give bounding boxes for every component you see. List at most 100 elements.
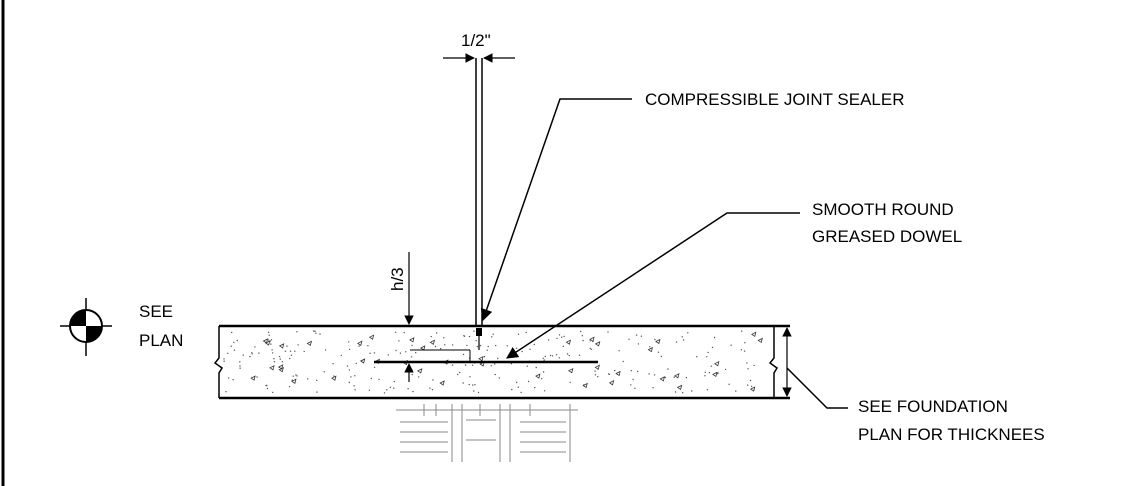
- concrete-stipple-dot: [256, 376, 258, 378]
- concrete-stipple-dot: [580, 330, 582, 333]
- concrete-stipple-dot: [730, 344, 732, 346]
- concrete-stipple-pattern: [223, 330, 763, 394]
- concrete-stipple-dot: [713, 336, 716, 339]
- concrete-stipple-dot: [444, 344, 446, 346]
- concrete-aggregate-mark: [568, 367, 574, 374]
- concrete-stipple-dot: [230, 345, 232, 347]
- concrete-stipple-dot: [289, 357, 291, 360]
- concrete-stipple-dot: [227, 352, 229, 354]
- concrete-aggregate-mark: [331, 375, 337, 381]
- concrete-stipple-dot: [290, 354, 293, 356]
- concrete-stipple-dot: [251, 353, 253, 355]
- concrete-stipple-dot: [674, 391, 677, 393]
- concrete-stipple-dot: [284, 350, 287, 352]
- concrete-stipple-dot: [473, 390, 475, 392]
- concrete-stipple-dot: [728, 383, 730, 385]
- concrete-aggregate-mark: [429, 339, 435, 345]
- concrete-stipple-dot: [451, 344, 454, 346]
- concrete-aggregate-mark: [269, 365, 275, 371]
- joint-sealer-leader: [480, 98, 632, 322]
- concrete-stipple-dot: [521, 350, 523, 353]
- see-plan-label-line1: SEE: [139, 302, 173, 321]
- concrete-stipple-dot: [511, 388, 513, 391]
- concrete-stipple-dot: [543, 390, 546, 392]
- concrete-stipple-dot: [239, 367, 241, 369]
- concrete-stipple-dot: [346, 365, 349, 367]
- joint-sealer-label: COMPRESSIBLE JOINT SEALER: [645, 90, 904, 109]
- concrete-stipple-dot: [348, 381, 350, 384]
- concrete-stipple-dot: [296, 375, 298, 377]
- concrete-stipple-dot: [477, 391, 480, 394]
- concrete-aggregate-mark: [264, 340, 271, 346]
- concrete-stipple-dot: [268, 334, 270, 336]
- concrete-stipple-dot: [464, 364, 467, 366]
- concrete-aggregate-mark: [250, 375, 256, 381]
- concrete-aggregate-mark: [359, 358, 366, 364]
- concrete-stipple-dot: [319, 333, 321, 335]
- concrete-stipple-dot: [307, 378, 309, 380]
- concrete-stipple-dot: [431, 389, 434, 391]
- concrete-stipple-dot: [236, 339, 238, 342]
- concrete-aggregate-mark: [535, 373, 541, 379]
- slab-right-break-line: [768, 326, 778, 398]
- concrete-stipple-dot: [747, 384, 749, 386]
- concrete-stipple-dot: [267, 339, 270, 341]
- concrete-stipple-dot: [558, 357, 560, 359]
- concrete-stipple-dot: [313, 330, 315, 332]
- concrete-stipple-dot: [632, 378, 634, 381]
- concrete-stipple-dot: [517, 333, 520, 335]
- concrete-stipple-dot: [473, 330, 475, 332]
- concrete-aggregate-mark: [594, 364, 600, 370]
- depth-dimension-label: h/3: [388, 267, 407, 291]
- concrete-aggregate-mark: [357, 340, 363, 346]
- concrete-stipple-dot: [288, 386, 291, 388]
- concrete-stipple-dot: [332, 363, 334, 365]
- concrete-stipple-dot: [704, 371, 706, 373]
- concrete-stipple-dot: [749, 379, 752, 382]
- concrete-stipple-dot: [589, 347, 591, 350]
- concrete-stipple-dot: [691, 390, 693, 392]
- concrete-stipple-dot: [223, 358, 225, 360]
- concrete-stipple-dot: [295, 374, 297, 376]
- concrete-stipple-dot: [415, 352, 417, 354]
- concrete-stipple-dot: [542, 371, 545, 373]
- concrete-stipple-dot: [354, 375, 356, 377]
- thickness-leader: [786, 367, 848, 409]
- concrete-stipple-dot: [389, 386, 392, 388]
- concrete-stipple-dot: [549, 354, 552, 357]
- concrete-stipple-dot: [324, 349, 327, 351]
- dimension-width-label: 1/2": [461, 31, 491, 50]
- concrete-aggregate-mark: [278, 366, 284, 373]
- concrete-stipple-dot: [682, 339, 685, 341]
- concrete-aggregate-mark: [582, 382, 588, 389]
- concrete-stipple-dot: [750, 385, 753, 388]
- concrete-stipple-dot: [303, 350, 305, 353]
- concrete-stipple-dot: [667, 368, 669, 370]
- concrete-stipple-dot: [582, 339, 584, 342]
- concrete-stipple-dot: [251, 352, 253, 354]
- concrete-stipple-dot: [272, 391, 274, 394]
- concrete-stipple-dot: [648, 373, 650, 375]
- subgrade-symbol: [396, 404, 578, 462]
- concrete-stipple-dot: [708, 372, 711, 374]
- concrete-stipple-dot: [223, 360, 225, 362]
- concrete-stipple-dot: [494, 363, 496, 365]
- concrete-aggregate-mark: [714, 360, 720, 367]
- depth-dimension: h/3: [388, 252, 414, 382]
- concrete-stipple-dot: [640, 335, 643, 337]
- concrete-aggregate-mark: [712, 371, 718, 378]
- concrete-stipple-dot: [687, 332, 689, 334]
- concrete-stipple-dot: [607, 331, 609, 333]
- concrete-aggregate-mark: [306, 340, 312, 347]
- concrete-stipple-dot: [340, 354, 342, 357]
- concrete-stipple-dot: [635, 334, 638, 336]
- concrete-stipple-dot: [682, 392, 684, 394]
- concrete-stipple-dot: [494, 373, 496, 376]
- concrete-stipple-dot: [581, 335, 583, 337]
- concrete-aggregate-mark: [478, 355, 484, 362]
- concrete-stipple-dot: [563, 335, 565, 338]
- concrete-stipple-dot: [649, 346, 651, 348]
- concrete-stipple-dot: [569, 381, 571, 384]
- concrete-stipple-dot: [451, 364, 454, 366]
- concrete-stipple-dot: [266, 387, 269, 390]
